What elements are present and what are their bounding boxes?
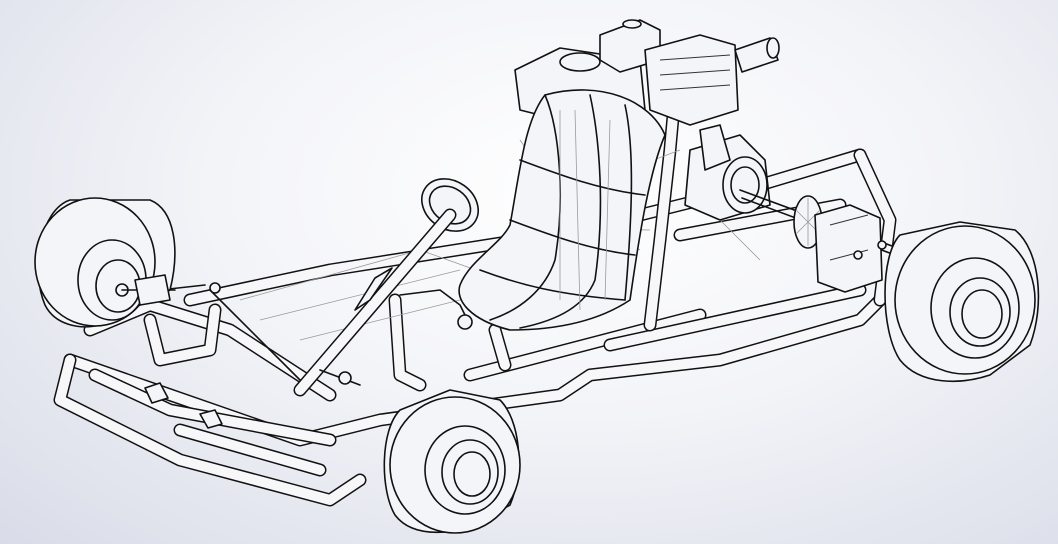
wheel-rear-right xyxy=(884,221,1040,383)
wheel-front-left xyxy=(34,197,176,328)
pedals xyxy=(144,289,473,429)
seat xyxy=(458,89,666,331)
wheel-front-right xyxy=(383,389,521,534)
steering xyxy=(159,178,479,397)
